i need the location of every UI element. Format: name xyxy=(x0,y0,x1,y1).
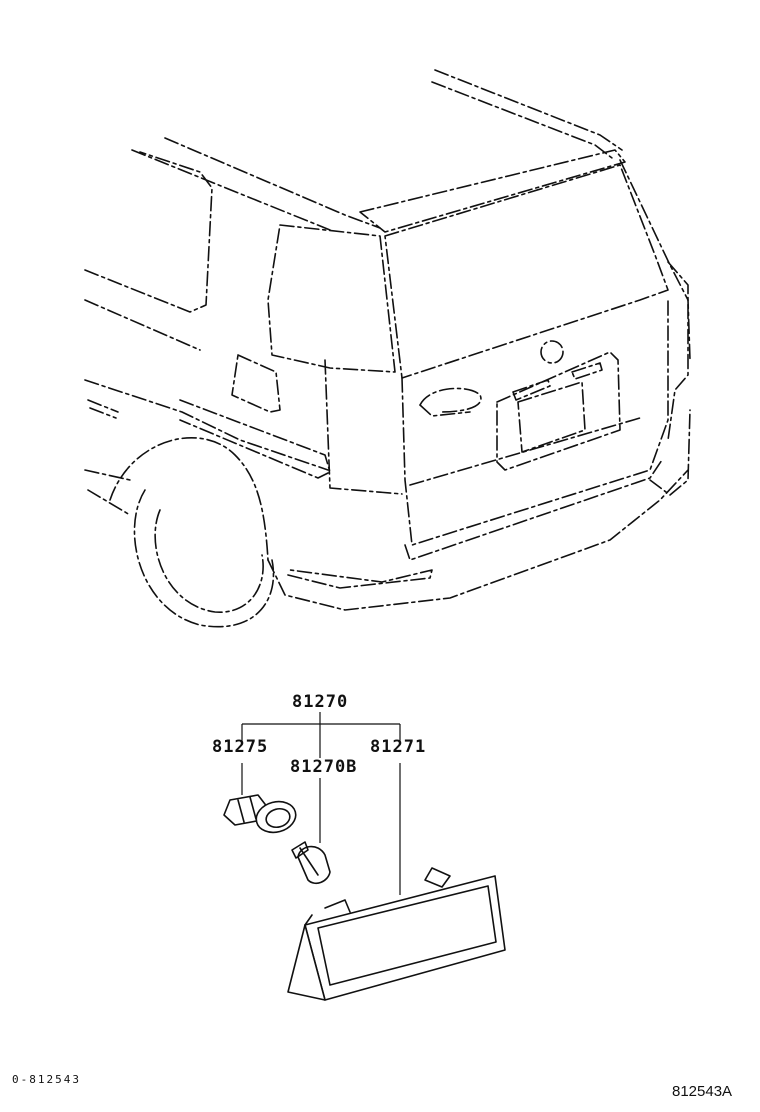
vehicle-rear-phantom-drawing xyxy=(84,69,691,628)
leader-lines xyxy=(241,712,401,895)
part-number-assembly: 81270 xyxy=(292,692,349,712)
footer-right-code: 812543A xyxy=(672,1083,733,1100)
footer-left-code: 0-812543 xyxy=(12,1073,81,1086)
socket-part-drawing xyxy=(223,794,297,834)
bulb-part-drawing xyxy=(291,841,331,884)
part-number-socket: 81275 xyxy=(212,737,269,757)
part-number-lens: 81271 xyxy=(370,737,427,757)
lamp-lens-part-drawing xyxy=(287,867,506,1001)
part-number-bulb: 81270B xyxy=(290,757,358,777)
